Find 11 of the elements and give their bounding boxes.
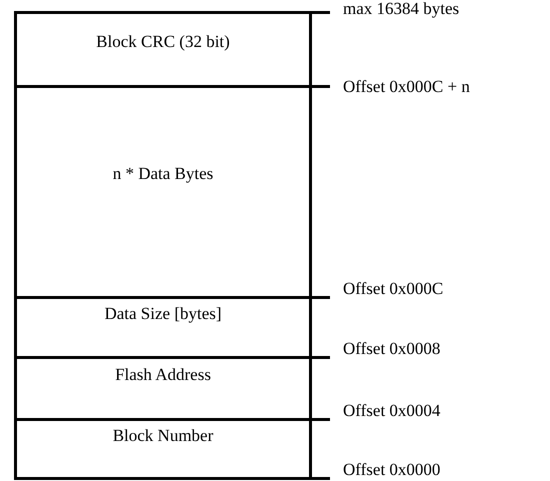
field-label: Flash Address — [115, 365, 211, 385]
offset-label: Offset 0x0000 — [343, 460, 440, 480]
offset-label: max 16384 bytes — [343, 0, 460, 19]
field-label: Data Size [bytes] — [104, 304, 222, 324]
offset-label: Offset 0x0008 — [343, 339, 440, 359]
field-label: n * Data Bytes — [112, 164, 214, 184]
offset-label: Offset 0x000C + n — [343, 77, 470, 97]
field-label: Block Number — [112, 426, 214, 446]
field-label: Block CRC (32 bit) — [96, 32, 230, 52]
offset-label: Offset 0x0004 — [343, 401, 440, 421]
offset-label: Offset 0x000C — [343, 279, 444, 299]
